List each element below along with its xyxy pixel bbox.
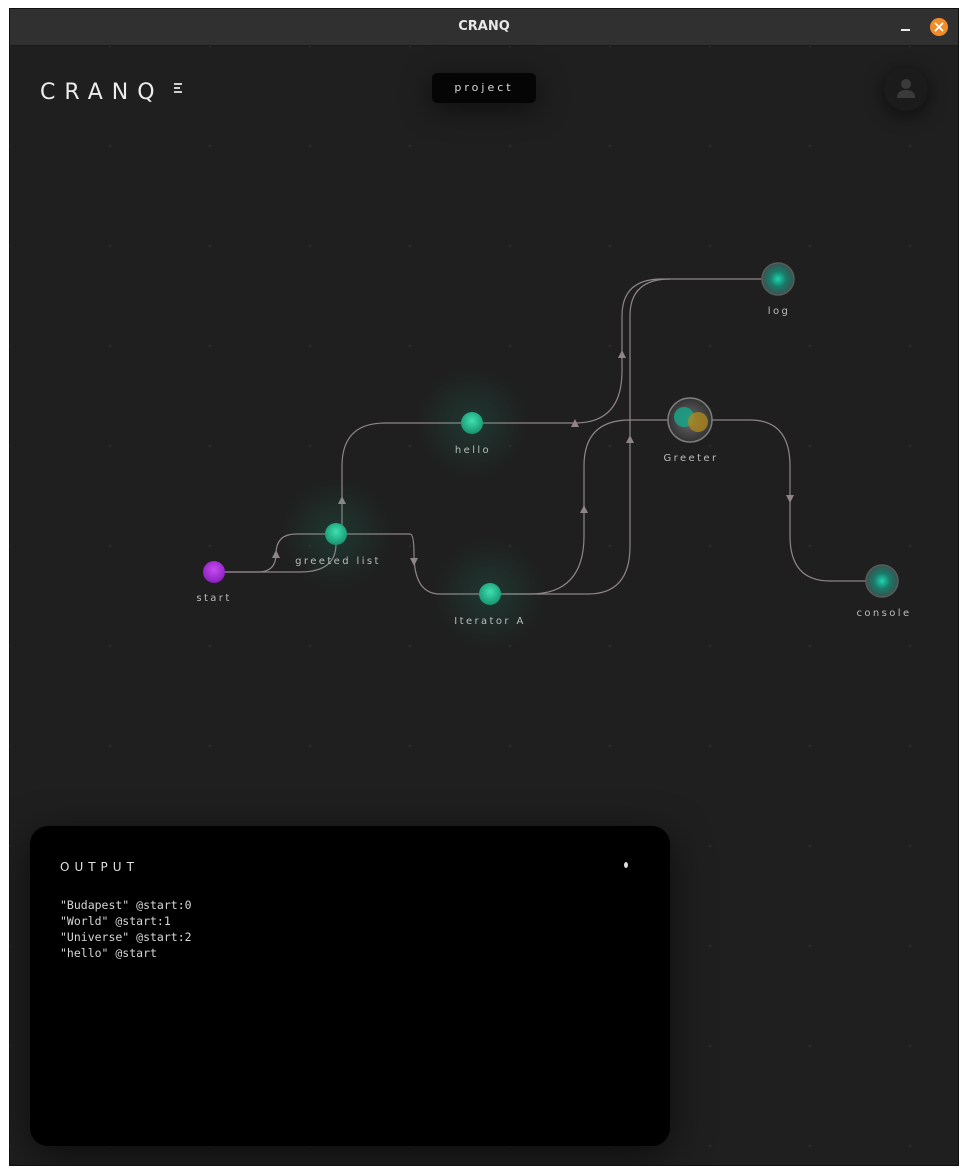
- node-iterator-dot: [479, 583, 501, 605]
- minimize-icon[interactable]: [896, 17, 916, 37]
- output-line: "Universe" @start:2: [60, 930, 192, 944]
- node-label-hello: hello: [454, 445, 492, 456]
- output-line: "hello" @start: [60, 946, 157, 960]
- close-icon[interactable]: [930, 18, 948, 36]
- output-toggle-icon[interactable]: [624, 862, 628, 868]
- output-line: "World" @start:1: [60, 914, 171, 928]
- node-glows: [281, 368, 545, 649]
- node-label-start: start: [196, 593, 232, 604]
- node-label-iterator: Iterator A: [454, 616, 526, 627]
- output-line: "Budapest" @start:0: [60, 898, 192, 912]
- node-log[interactable]: [761, 262, 795, 296]
- edge-greeted-hello: [341, 422, 472, 534]
- graph-canvas[interactable]: CRANQ project: [10, 46, 958, 1165]
- edge-iterator-log: [490, 278, 671, 595]
- menu-icon[interactable]: [174, 83, 184, 95]
- node-label-greeted-list: greeted list: [295, 556, 381, 567]
- output-title: OUTPUT: [60, 860, 139, 874]
- node-greeter[interactable]: [667, 397, 713, 443]
- node-label-console: console: [856, 608, 912, 619]
- node-hello-dot: [461, 412, 483, 434]
- node-hello[interactable]: [461, 412, 483, 434]
- node-iterator[interactable]: [479, 583, 501, 605]
- project-button[interactable]: project: [432, 73, 536, 103]
- node-greeted-list[interactable]: [325, 523, 347, 545]
- edge-greeter-console: [710, 419, 882, 582]
- node-start[interactable]: [203, 561, 225, 583]
- cranq-logo: CRANQ: [40, 77, 164, 107]
- user-avatar-icon[interactable]: [884, 67, 928, 111]
- logo-text: CRANQ: [40, 79, 164, 105]
- title-bar[interactable]: CRANQ: [10, 9, 958, 46]
- node-console-dot: [865, 564, 899, 598]
- edge-hello-log: [472, 278, 778, 424]
- graph-edges: [203, 262, 899, 649]
- node-greeted-list-dot: [325, 523, 347, 545]
- node-console[interactable]: [865, 564, 899, 598]
- node-label-greeter: Greeter: [663, 453, 719, 464]
- window-title: CRANQ: [458, 19, 510, 34]
- node-start-dot: [203, 561, 225, 583]
- output-log: "Budapest" @start:0 "World" @start:1 "Un…: [60, 897, 192, 961]
- node-log-dot: [761, 262, 795, 296]
- output-panel: OUTPUT "Budapest" @start:0 "World" @star…: [30, 826, 670, 1146]
- app-window: CRANQ CRANQ project: [9, 8, 959, 1166]
- node-label-log: log: [767, 306, 791, 317]
